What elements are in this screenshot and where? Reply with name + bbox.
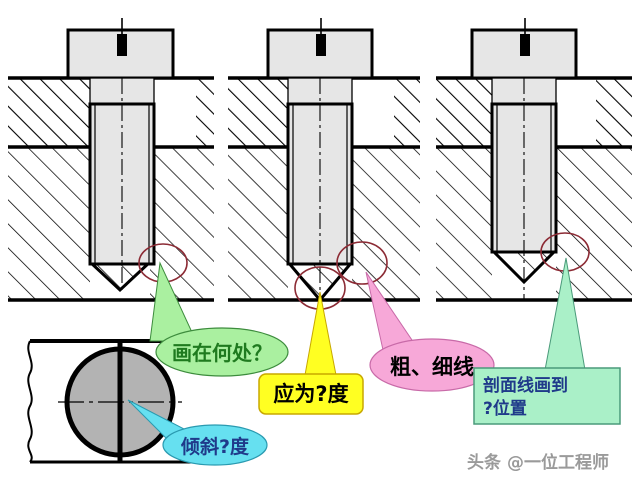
callout-green-shape[interactable] bbox=[155, 327, 289, 377]
callout-mint-shape[interactable] bbox=[473, 367, 621, 425]
callout-yellow[interactable]: 应为?度 bbox=[258, 373, 364, 415]
callout-mint[interactable]: 剖面线画到 ?位置 bbox=[473, 367, 621, 425]
tip-clear-mid bbox=[288, 262, 352, 300]
watermark-text: 头条 @一位工程师 bbox=[467, 452, 609, 473]
lower-block-right-hatch-right bbox=[556, 148, 632, 300]
tip-clear-left bbox=[90, 262, 150, 300]
callout-cyan-text: 倾斜?度 bbox=[180, 435, 250, 458]
callout-green-text: 画在何处？ bbox=[172, 341, 272, 365]
callout-yellow-text: 应为?度 bbox=[273, 382, 348, 406]
lower-block-right-hatch bbox=[150, 148, 214, 300]
callout-pink[interactable]: 粗、细线 bbox=[369, 338, 495, 392]
callout-pink-shape[interactable] bbox=[369, 338, 495, 392]
assembly-left bbox=[8, 18, 214, 302]
upper-plate-right-hatch-right bbox=[596, 78, 632, 146]
lower-block-left-hatch-right bbox=[436, 148, 492, 300]
upper-plate-left-hatch bbox=[8, 78, 90, 146]
screw-slot-mid bbox=[316, 34, 326, 56]
assembly-middle bbox=[228, 18, 420, 310]
screw-shank-threaded-left bbox=[88, 102, 156, 266]
tip-clear-right bbox=[492, 250, 556, 300]
upper-plate-right-hatch-mid bbox=[394, 78, 420, 146]
annotation-circle-mid-1 bbox=[336, 241, 388, 285]
callout-cyan-shape[interactable] bbox=[162, 424, 268, 466]
lower-block-right-hatch-mid bbox=[352, 148, 420, 300]
upper-plate-left-hatch-mid bbox=[228, 78, 288, 146]
callout-pink-text: 粗、细线 bbox=[390, 355, 474, 379]
screw-tip-cone-left bbox=[88, 260, 152, 293]
callout-mint-text-line2: ?位置 bbox=[483, 398, 527, 419]
callout-cyan[interactable]: 倾斜?度 bbox=[162, 424, 268, 466]
lower-block-left-hatch bbox=[8, 148, 90, 300]
screw-shank-threaded-mid bbox=[286, 102, 354, 266]
callout-mint-text-line1: 剖面线画到 bbox=[483, 375, 568, 396]
upper-plate-right-hatch bbox=[196, 78, 214, 146]
screw-slot-right bbox=[520, 34, 530, 56]
slot-head-top-view bbox=[27, 339, 205, 464]
break-line-wavy bbox=[27, 340, 33, 463]
assembly-right bbox=[436, 18, 632, 302]
callout-green[interactable]: 画在何处？ bbox=[155, 327, 289, 377]
lower-block-left-hatch-mid bbox=[228, 148, 288, 300]
upper-plate-left-hatch-right bbox=[436, 78, 492, 146]
callout-yellow-shape[interactable] bbox=[258, 373, 364, 415]
screw-slot-left bbox=[117, 34, 127, 56]
